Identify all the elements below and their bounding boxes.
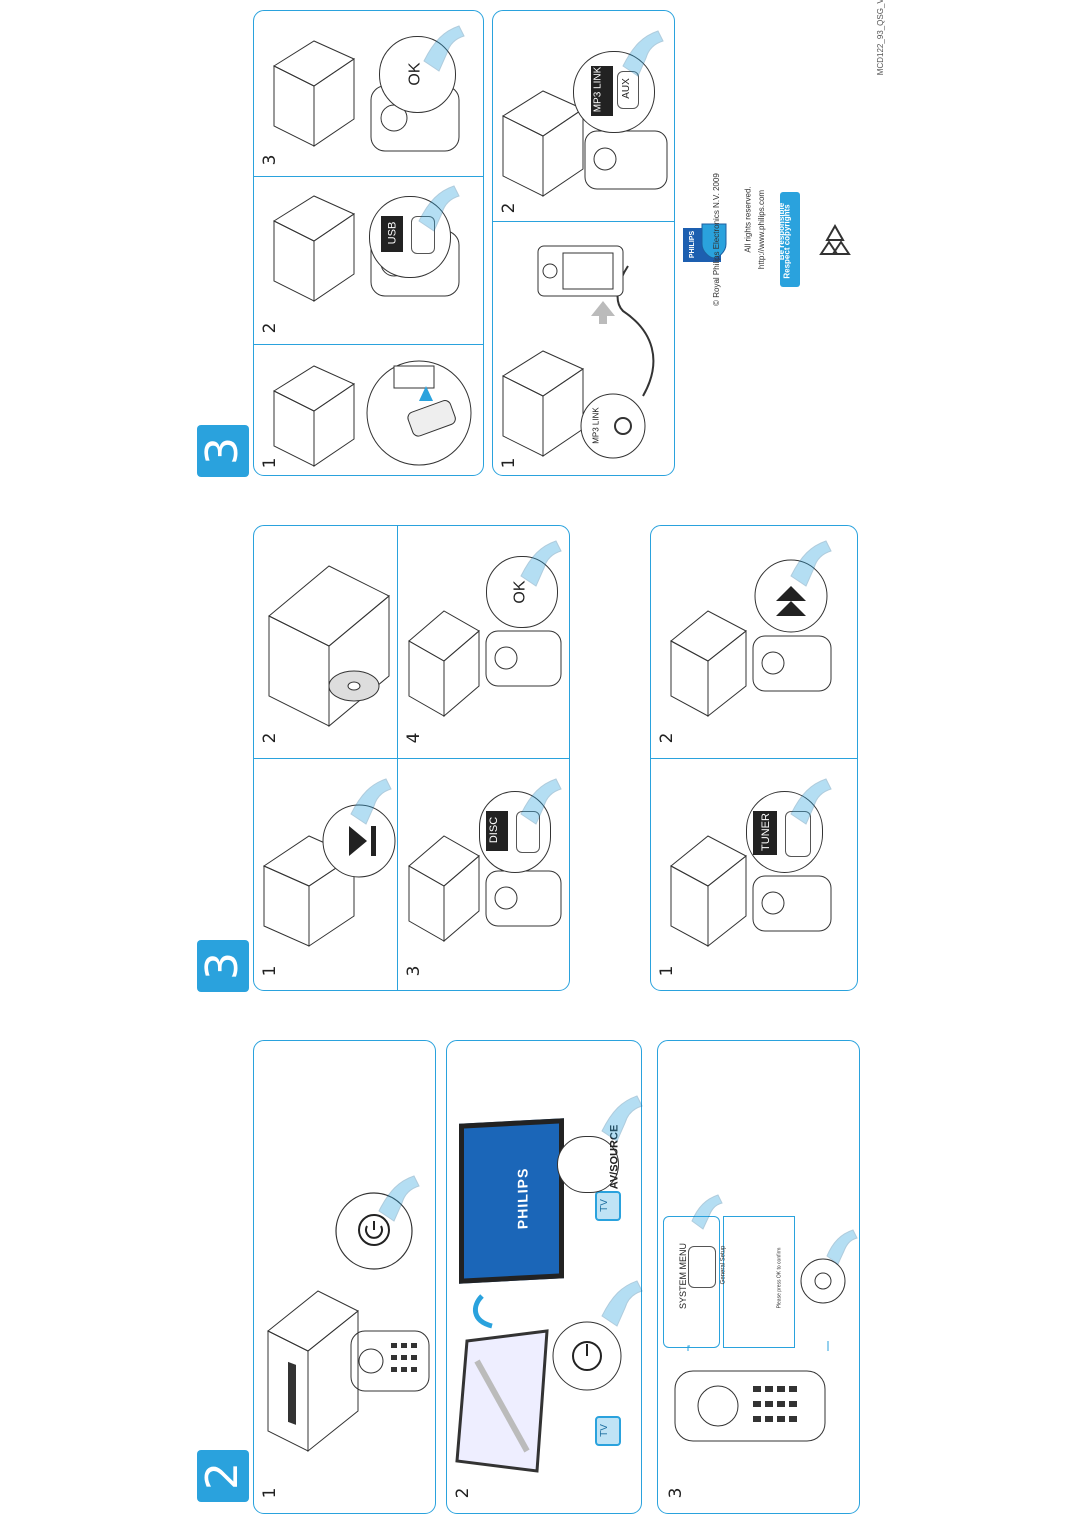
panel-switch-on: 1 xyxy=(253,1040,436,1514)
micro-system-illustration xyxy=(670,835,747,948)
hand-icon xyxy=(601,1280,643,1327)
divider-horizontal xyxy=(651,758,857,760)
step-number: 1 xyxy=(260,965,280,977)
tuner-button[interactable]: TUNER xyxy=(753,811,777,855)
next-icon[interactable] xyxy=(751,556,831,636)
connector-lines xyxy=(687,1341,829,1351)
tv-power-callout[interactable] xyxy=(547,1316,627,1396)
micro-system-illustration xyxy=(267,1290,359,1453)
divider-horizontal xyxy=(493,221,674,223)
hand-icon xyxy=(418,185,460,232)
step-number: 2 xyxy=(453,1487,473,1499)
divider-horizontal xyxy=(254,758,569,760)
usb-stick-icon xyxy=(366,360,472,466)
step-number: 1 xyxy=(260,1487,280,1499)
disc-button[interactable]: DISC xyxy=(486,811,508,851)
hand-icon xyxy=(350,778,392,825)
tv-button[interactable]: TV xyxy=(595,1191,621,1221)
copyright-text: © Royal Philips Electronics N.V. 2009 xyxy=(711,173,721,306)
ok-button-callout[interactable]: OK xyxy=(486,556,558,628)
micro-system-illustration xyxy=(501,350,585,457)
step-number: 2 xyxy=(657,732,677,744)
system-menu-button[interactable] xyxy=(688,1246,716,1288)
mp3-link-jack-label: MP3 LINK xyxy=(591,407,601,444)
remote-illustration xyxy=(485,870,562,927)
arrow-curve-icon xyxy=(473,1294,493,1329)
hand-icon xyxy=(826,1229,858,1265)
remote-illustration xyxy=(584,130,668,190)
panel-disc-play: 1 2 3 4 DISC xyxy=(253,525,570,991)
hand-icon xyxy=(520,540,562,587)
hand-icon xyxy=(601,1095,643,1142)
hand-icon xyxy=(790,540,832,587)
mp3-link-jack-callout xyxy=(580,393,646,459)
divider-horizontal xyxy=(254,176,483,178)
hand-icon xyxy=(691,1194,723,1230)
step-number: 1 xyxy=(657,965,677,977)
panel-system-menu: 3 SYSTEM MENU General Setup Please press… xyxy=(657,1040,860,1514)
aux-button[interactable]: AUX xyxy=(617,71,639,109)
menu-screen: General Setup Please press OK to confirm xyxy=(720,1216,795,1348)
document-code: MCD122_93_QSG_V1 xyxy=(876,0,886,76)
micro-system-illustration xyxy=(408,610,480,718)
arrow-up-icon xyxy=(591,301,615,324)
micro-system-illustration xyxy=(408,835,480,943)
system-menu-box xyxy=(663,1216,720,1348)
panel-tuner: 1 2 TUNER xyxy=(650,525,858,991)
remote-illustration xyxy=(752,635,832,692)
rights-text: All rights reserved. xyxy=(743,186,753,253)
remote-illustration xyxy=(350,1330,430,1392)
usb-button-blank xyxy=(411,216,435,254)
hand-icon xyxy=(622,30,664,77)
mp3-aux-callout xyxy=(573,51,655,133)
ok-button-callout[interactable]: OK xyxy=(379,36,456,113)
mp3-link-button[interactable]: MP3 LINK xyxy=(591,66,613,116)
step-number: 3 xyxy=(260,154,280,166)
hand-icon xyxy=(423,25,465,72)
micro-system-illustration xyxy=(670,610,747,718)
tv-off-illustration xyxy=(455,1329,549,1473)
section-badge-play: 3 xyxy=(197,940,249,992)
hand-icon xyxy=(520,778,562,825)
usb-button[interactable]: USB xyxy=(381,216,403,252)
philips-shield-icon xyxy=(701,223,727,259)
micro-system-illustration xyxy=(272,195,356,302)
panel-usb: 1 2 3 USB OK xyxy=(253,10,484,476)
hand-icon xyxy=(378,1175,420,1222)
step-number: 3 xyxy=(404,965,424,977)
tv-on-screen: PHILIPS xyxy=(459,1118,564,1284)
remote-illustration xyxy=(752,875,832,932)
power-icon[interactable] xyxy=(357,1213,391,1247)
remote-illustration xyxy=(674,1370,826,1442)
url-text: http://www.philips.com xyxy=(757,189,767,270)
remote-illustration xyxy=(485,630,562,687)
section-badge-connect: 3 xyxy=(197,425,249,477)
step-number: 4 xyxy=(404,732,424,744)
hand-icon xyxy=(790,778,832,825)
disc-tray-illustration xyxy=(268,565,390,728)
section-badge-setup: 2 xyxy=(197,1450,249,1502)
nav-pad-icon[interactable] xyxy=(798,1256,848,1306)
eject-callout[interactable] xyxy=(319,801,399,881)
tv-brand-text: PHILIPS xyxy=(514,1167,531,1230)
step-number: 2 xyxy=(260,322,280,334)
av-source-button[interactable] xyxy=(557,1136,619,1193)
panel-mp3-link: 1 2 MP3 LINK MP3 LINK AUX xyxy=(492,10,675,476)
tv-button[interactable]: TV xyxy=(595,1416,621,1446)
micro-system-illustration xyxy=(272,365,356,467)
recycle-icon xyxy=(819,223,851,255)
zoom-power-callout xyxy=(335,1192,413,1270)
disc-button-blank xyxy=(516,811,540,853)
tuner-button-blank xyxy=(785,811,811,857)
mp3-player-icon xyxy=(537,245,624,297)
copyright-badge: Be responsible Respect copyrights xyxy=(777,192,800,287)
divider-horizontal xyxy=(254,344,483,346)
panel-tv-source: 2 PHILIPS TV TV AV/SOURCE xyxy=(446,1040,643,1514)
micro-system-illustration xyxy=(272,40,356,147)
